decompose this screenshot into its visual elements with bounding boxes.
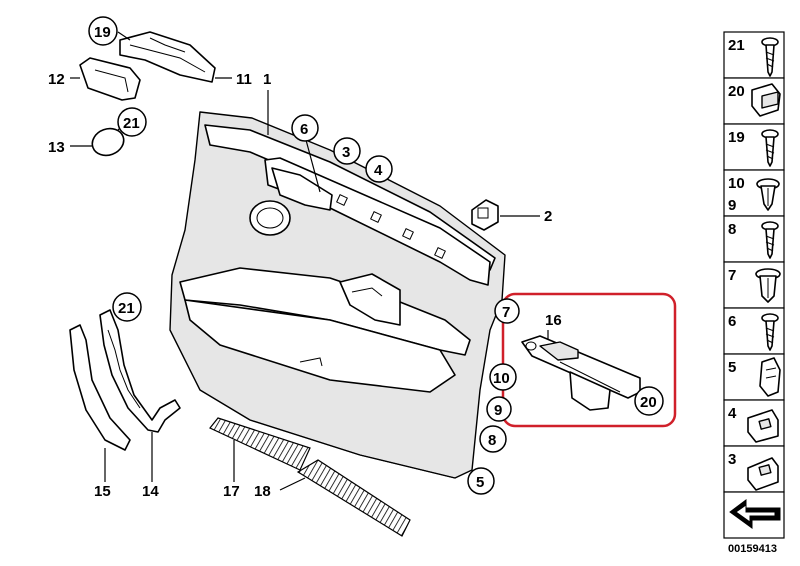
callout-16: 16: [545, 312, 562, 329]
part-2-switch-cap: [471, 199, 540, 231]
expanding-rivet-icon: [755, 268, 781, 303]
legend-item-20: 20: [728, 83, 781, 117]
svg-text:13: 13: [48, 139, 65, 156]
svg-text:6: 6: [728, 313, 736, 330]
legend-item-arrow: [729, 499, 781, 529]
svg-text:10: 10: [493, 370, 510, 387]
expanding-rivet-icon: [756, 178, 780, 211]
svg-text:6: 6: [300, 121, 308, 138]
callout-21-top: 21: [117, 107, 147, 137]
svg-text:19: 19: [728, 129, 745, 146]
svg-text:12: 12: [48, 71, 65, 88]
clip-icon: [759, 357, 781, 397]
svg-text:3: 3: [728, 451, 736, 468]
svg-text:4: 4: [728, 405, 737, 422]
legend-item-4: 4: [728, 405, 779, 443]
callout-5: 5: [467, 467, 495, 495]
svg-text:7: 7: [502, 304, 510, 321]
svg-text:20: 20: [640, 394, 657, 411]
callout-17: 17: [223, 483, 240, 500]
diagram-number: 00159413: [728, 543, 777, 555]
svg-text:19: 19: [94, 24, 111, 41]
callout-4: 4: [365, 155, 393, 183]
svg-text:5: 5: [476, 474, 484, 491]
callout-3: 3: [333, 137, 361, 165]
svg-text:1: 1: [263, 71, 271, 88]
legend-item-5: 5: [728, 357, 781, 397]
svg-text:5: 5: [728, 359, 736, 376]
legend-item-6: 6: [728, 313, 779, 351]
callout-19: 19: [88, 16, 118, 46]
callout-14: 14: [142, 483, 159, 500]
svg-text:8: 8: [728, 221, 736, 238]
clip-nut-icon: [751, 83, 781, 117]
callout-11: 11: [236, 71, 252, 88]
callout-20: 20: [634, 386, 664, 416]
legend-item-19: 19: [728, 129, 779, 167]
svg-text:21: 21: [123, 115, 140, 132]
callout-2: 2: [544, 208, 552, 225]
screw-icon: [761, 221, 779, 259]
svg-text:9: 9: [494, 402, 502, 419]
handle-cover-12: [70, 57, 141, 101]
callout-18: 18: [254, 483, 271, 500]
bracket-clip-icon: [747, 457, 779, 491]
window-switch-16: [521, 330, 641, 411]
svg-text:17: 17: [223, 483, 240, 500]
svg-text:18: 18: [254, 483, 271, 500]
svg-text:3: 3: [342, 144, 350, 161]
svg-text:20: 20: [728, 83, 745, 100]
callout-8: 8: [479, 425, 507, 453]
svg-text:8: 8: [488, 432, 496, 449]
arrow-icon: [729, 499, 781, 529]
legend-item-8: 8: [728, 221, 779, 259]
legend-item-21: 21: [728, 37, 779, 77]
bracket-clip-icon: [747, 409, 779, 443]
svg-text:21: 21: [118, 300, 135, 317]
screw-icon: [761, 37, 779, 77]
callout-13: 13: [48, 139, 65, 156]
legend-item-3: 3: [728, 451, 779, 491]
svg-text:4: 4: [374, 162, 383, 179]
svg-text:11: 11: [236, 71, 252, 88]
svg-text:2: 2: [544, 208, 552, 225]
callout-6: 6: [291, 114, 319, 142]
svg-text:10: 10: [728, 175, 745, 192]
pull-handle-15: [69, 324, 131, 482]
callout-9: 9: [486, 396, 512, 422]
handle-bracket-11: [119, 31, 232, 83]
callout-15: 15: [94, 483, 111, 500]
svg-text:21: 21: [728, 37, 745, 54]
door-trim-panel: [169, 111, 506, 479]
handle-carrier-14: [99, 309, 181, 482]
callout-10: 10: [489, 363, 517, 391]
callout-12: 12: [48, 71, 65, 88]
callout-21-left: 21: [112, 292, 142, 322]
trim-strip-18: [279, 459, 411, 537]
svg-text:9: 9: [728, 197, 736, 214]
callout-7: 7: [494, 298, 520, 324]
legend-item-7: 7: [728, 267, 781, 303]
legend-item-10-9: 10 9: [728, 175, 780, 214]
svg-text:15: 15: [94, 483, 111, 500]
callout-1: 1: [263, 71, 271, 88]
highlight-frame: [501, 292, 677, 428]
svg-text:14: 14: [142, 483, 159, 500]
screw-icon: [761, 313, 779, 351]
cap-13: [70, 121, 127, 157]
trim-strip-17: [209, 417, 311, 482]
screw-icon: [761, 129, 779, 167]
fastener-legend-panel: 21 20 19 10 9: [723, 31, 785, 555]
svg-text:7: 7: [728, 267, 736, 284]
svg-text:16: 16: [545, 312, 562, 329]
